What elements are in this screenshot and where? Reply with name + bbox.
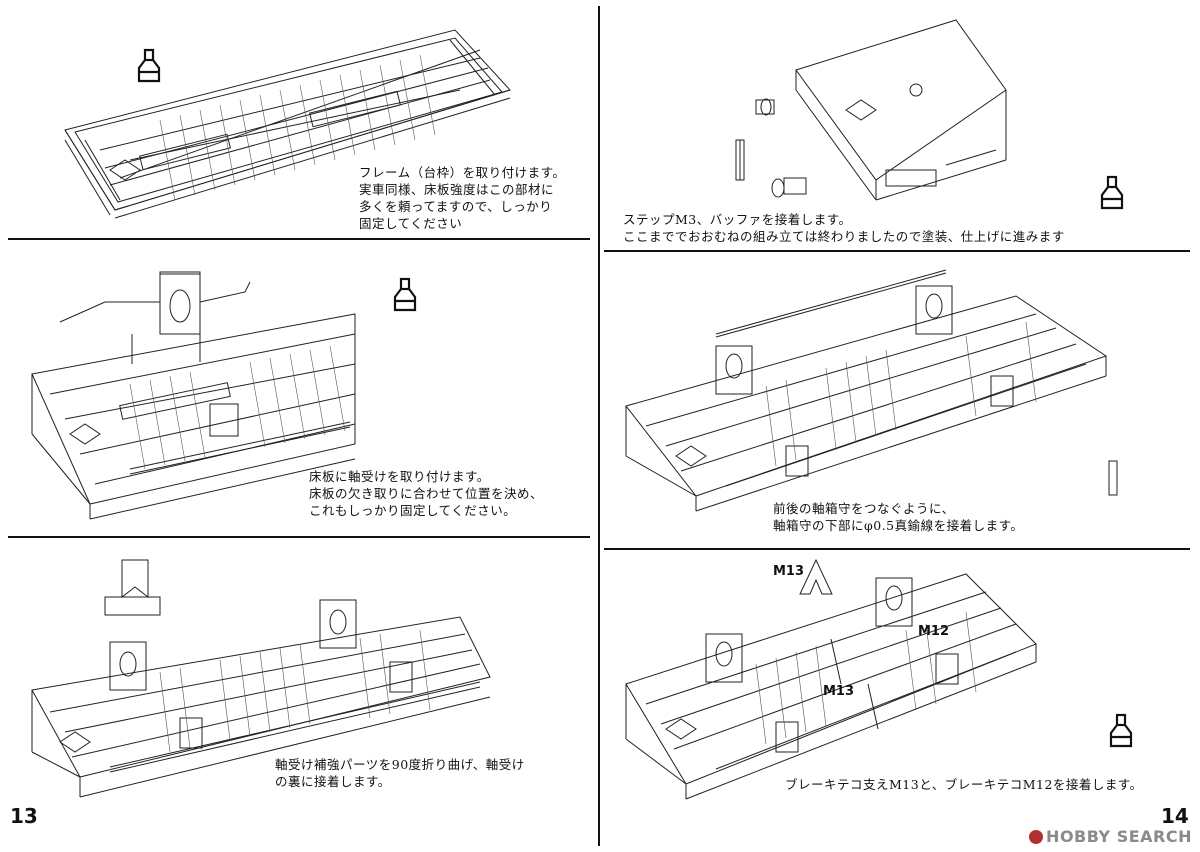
step-divider: [604, 548, 1190, 550]
step-divider: [8, 536, 590, 538]
step-axlebox-caption: 床板に軸受けを取り付けます。 床板の欠き取りに合わせて位置を決め、 これもしっか…: [309, 468, 543, 519]
caption-line: これもしっかり固定してください。: [309, 503, 517, 518]
glue-bottle-icon: [1109, 713, 1133, 748]
page-number-right: 14: [1161, 804, 1189, 828]
page-divider: [598, 6, 600, 846]
part-label-m13: M13: [823, 684, 855, 699]
hobby-search-watermark: HOBBY SEARCH: [1029, 827, 1192, 846]
caption-line: 多くを頼ってますので、しっかり: [359, 199, 553, 214]
reinforce-illustration: [31, 559, 491, 798]
caption-line: 床板に軸受けを取り付けます。: [309, 469, 490, 484]
caption-line: の裏に接着します。: [275, 774, 391, 789]
caption-line: フレーム（台枠）を取り付けます。: [359, 165, 566, 180]
caption-line: 実車同様、床板強度はこの部材に: [359, 182, 555, 197]
step-axlebox-panel: 床板に軸受けを取り付けます。 床板の欠き取りに合わせて位置を決め、 これもしっか…: [10, 244, 590, 532]
step-wire-panel: 前後の軸箱守をつなぐように、 軸箱守の下部にφ0.5真鍮線を接着します。: [606, 256, 1190, 544]
glue-bottle-icon: [1100, 175, 1124, 210]
caption-line: ここまででおおむねの組み立ては終わりましたので塗装、仕上げに進みます: [623, 229, 1065, 244]
step-buffer-caption: ステップM3、バッファを接着します。 ここまででおおむねの組み立ては終わりました…: [623, 211, 1065, 245]
part-label-m13: M13: [773, 564, 805, 579]
frame-illustration: [64, 29, 511, 219]
step-reinforce-panel: 軸受け補強パーツを90度折り曲げ、軸受け の裏に接着します。: [10, 542, 590, 842]
step-divider: [604, 250, 1190, 252]
step-reinforce-caption: 軸受け補強パーツを90度折り曲げ、軸受け の裏に接着します。: [275, 756, 525, 790]
step-buffer-panel: ステップM3、バッファを接着します。 ここまででおおむねの組み立ては終わりました…: [606, 10, 1190, 248]
glue-bottle-icon: [393, 277, 417, 312]
hobby-search-logo-icon: [1029, 830, 1044, 844]
page-number-left: 13: [10, 804, 38, 828]
caption-line: 軸箱守の下部にφ0.5真鍮線を接着します。: [773, 518, 1024, 533]
axlebox-illustration: [31, 271, 356, 520]
brake-illustration: [625, 558, 1037, 800]
caption-line: 前後の軸箱守をつなぐように、: [773, 501, 955, 516]
caption-line: ステップM3、バッファを接着します。: [623, 212, 852, 227]
part-label-m12: M12: [918, 624, 950, 639]
step-wire-caption: 前後の軸箱守をつなぐように、 軸箱守の下部にφ0.5真鍮線を接着します。: [773, 500, 1023, 534]
step-frame-panel: フレーム（台枠）を取り付けます。 実車同様、床板強度はこの部材に 多くを頼ってま…: [10, 10, 590, 236]
step-brake-panel: ブレーキテコ支えM13と、ブレーキテコM12を接着します。: [606, 554, 1190, 844]
caption-line: 固定してください: [359, 216, 463, 231]
caption-line: ブレーキテコ支えM13と、ブレーキテコM12を接着します。: [785, 777, 1143, 792]
step-frame-caption: フレーム（台枠）を取り付けます。 実車同様、床板強度はこの部材に 多くを頼ってま…: [359, 164, 565, 232]
step-brake-caption: ブレーキテコ支えM13と、ブレーキテコM12を接着します。: [785, 776, 1143, 793]
caption-line: 軸受け補強パーツを90度折り曲げ、軸受け: [275, 757, 525, 772]
wire-illustration: [625, 269, 1118, 512]
glue-bottle-icon: [137, 48, 161, 83]
caption-line: 床板の欠き取りに合わせて位置を決め、: [309, 486, 544, 501]
watermark-text: HOBBY SEARCH: [1046, 827, 1192, 846]
step-divider: [8, 238, 590, 240]
buffer-illustration: [735, 19, 1007, 201]
